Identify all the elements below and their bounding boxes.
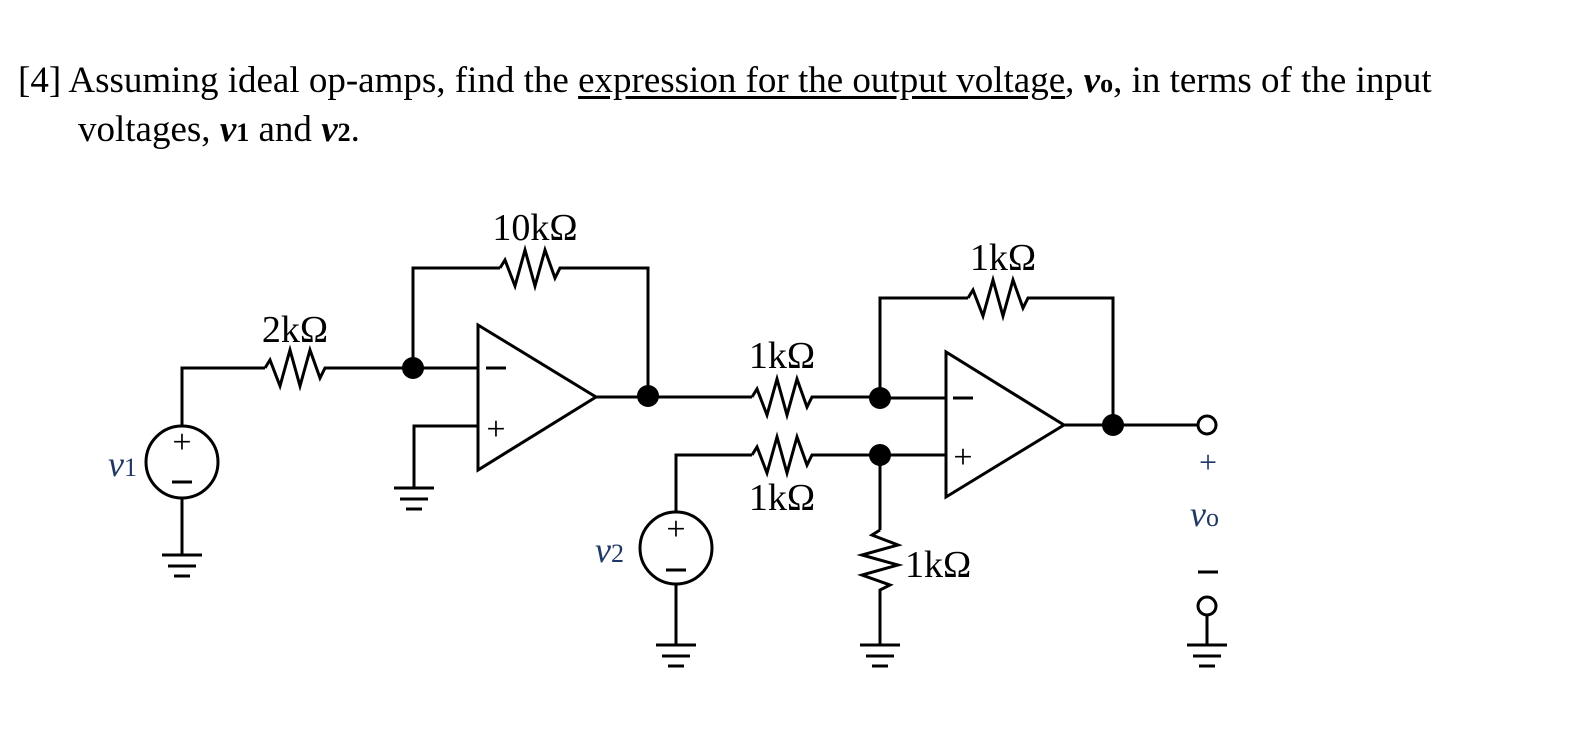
opamp1-noninv-wire: [412, 424, 478, 488]
v2-plus-sign: +: [666, 511, 685, 548]
ground-icon: [1187, 643, 1227, 668]
v1-plus-sign: +: [172, 424, 191, 461]
ground-icon: [860, 643, 900, 668]
resistor-1k-ground-label: 1kΩ: [905, 544, 971, 586]
ground-icon: [162, 553, 202, 578]
problem-number: [4]: [18, 60, 62, 101]
problem-text-d: voltages,: [78, 109, 220, 150]
problem-text-f: .: [350, 109, 360, 150]
problem-statement: [4] Assuming ideal op-amps, find the exp…: [18, 58, 1573, 156]
problem-text-c: , in terms of the input: [1113, 60, 1432, 101]
resistor-1k-upper-label: 1kΩ: [749, 335, 815, 377]
feedback2-wire-left: [878, 296, 968, 398]
ground-icon: [656, 643, 696, 668]
v2-source: +: [638, 510, 714, 586]
resistor-1k-lower: [750, 431, 880, 479]
node-opamp1-output: [637, 385, 659, 407]
problem-line-1: [4] Assuming ideal op-amps, find the exp…: [18, 58, 1573, 107]
node-output: [1102, 414, 1124, 436]
problem-text-a: Assuming ideal op-amps, find the: [61, 60, 579, 101]
vo-plus-sign: +: [1199, 444, 1217, 480]
resistor-10k-label: 10kΩ: [492, 207, 577, 249]
resistor-1k-feedback-label: 1kΩ: [970, 237, 1036, 279]
vo-variable: vo: [1083, 60, 1114, 101]
vo-label: vo: [1190, 494, 1219, 534]
resistor-1k-ground: [856, 528, 904, 645]
feedback1-wire-left: [411, 266, 500, 368]
resistor-1k-upper: [750, 373, 880, 421]
resistor-2k: [263, 344, 412, 392]
problem-line-2: voltages, v1 and v2.: [18, 107, 1573, 156]
v2-wire-top: [674, 453, 752, 512]
v1-wire-top: [180, 366, 265, 426]
resistor-2k-label: 2kΩ: [262, 309, 328, 351]
opamp2-plus-sign: +: [953, 439, 972, 476]
problem-text-e: and: [249, 109, 322, 150]
resistor-1k-feedback: [966, 274, 1115, 425]
v1-variable: v1: [219, 109, 250, 150]
opamp1-plus-sign: +: [486, 411, 505, 448]
v1-label: v1: [108, 444, 137, 484]
output-terminal-bottom: [1196, 595, 1218, 617]
problem-underlined-text: expression for the output voltage: [578, 60, 1066, 101]
opamp-2: [944, 349, 1067, 500]
ground-icon: [394, 486, 434, 511]
v2-label: v2: [595, 530, 624, 570]
problem-text-b: ,: [1065, 60, 1084, 101]
output-terminal-top: [1196, 414, 1218, 436]
opamp-1: [476, 322, 599, 473]
resistor-1k-lower-label: 1kΩ: [749, 477, 815, 519]
resistor-10k: [498, 244, 650, 396]
v1-source: +: [144, 424, 220, 500]
v2-variable: v2: [321, 109, 351, 150]
